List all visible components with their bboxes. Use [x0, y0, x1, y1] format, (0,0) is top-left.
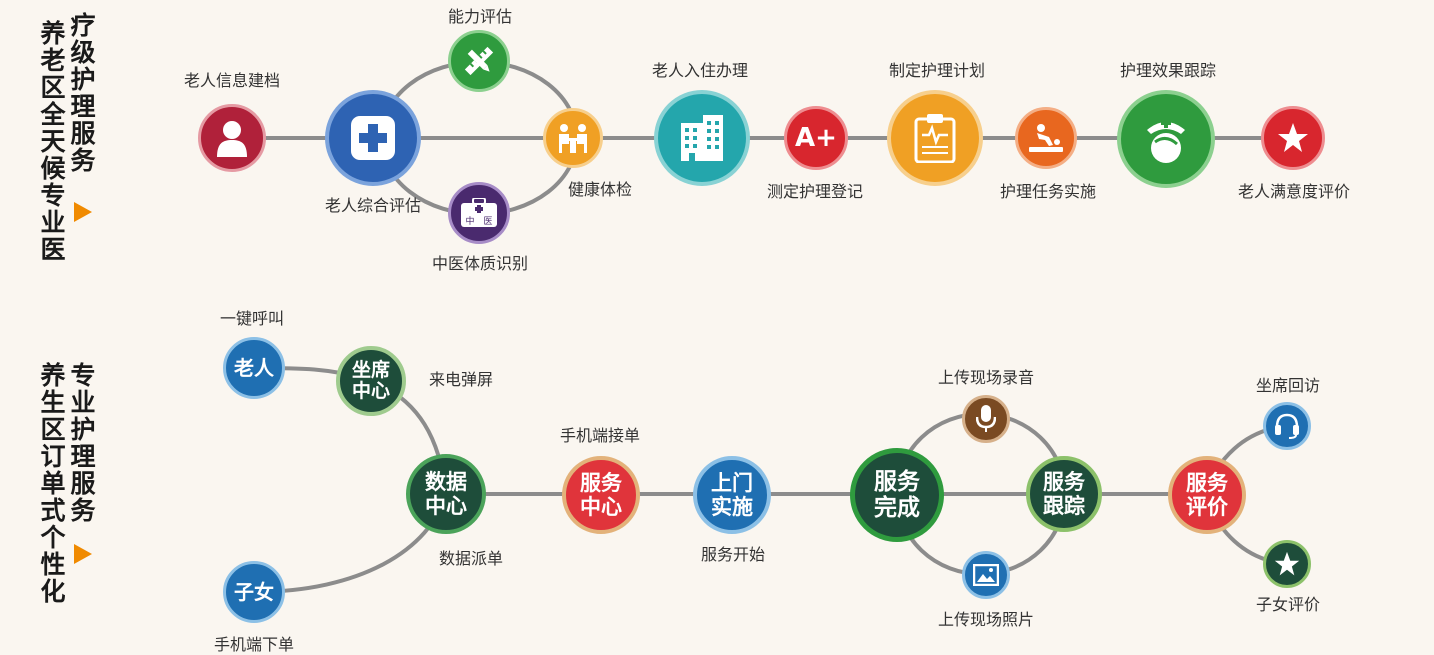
section2-title-left-col: 养生区订单式个性化 [40, 361, 66, 606]
admission-label: 老人入住办理 [651, 61, 749, 80]
tcm-char-b: 医 [483, 216, 492, 227]
section2-arrow-icon [74, 544, 92, 564]
children-eval-node [1263, 540, 1311, 588]
grade-icon: A+ [795, 123, 837, 153]
care-grading-node: A+ [784, 106, 848, 170]
clipboard-icon [914, 114, 956, 163]
health-check-node [543, 108, 603, 168]
tcm-char-a: 中 [465, 215, 474, 227]
tcm-identification-label: 中医体质识别 [431, 254, 529, 273]
care-task-node [1015, 107, 1077, 169]
admission-node [654, 90, 750, 186]
seat-revisit-node [1263, 402, 1311, 450]
service-center-node: 服务 中心 [562, 456, 640, 534]
service-track-node: 服务 跟踪 [1026, 456, 1102, 532]
seat-center-node-text: 坐席 中心 [351, 358, 390, 402]
care-plan-node [887, 90, 983, 186]
section2-title-right-col: 专业护理服务 [70, 361, 96, 525]
seat-revisit-label: 坐席回访 [1255, 376, 1321, 395]
building-icon [681, 115, 723, 161]
star-icon [1274, 551, 1300, 576]
section1-title-right-col: 疗级护理服务 [70, 11, 96, 175]
nurse-icon [1147, 118, 1185, 163]
elder-info-node [198, 104, 266, 172]
service-eval-node: 服务 评价 [1168, 456, 1246, 534]
care-tracking-label: 护理效果跟踪 [1119, 61, 1217, 80]
medical-cross-icon [351, 116, 395, 160]
seat-center-node: 坐席 中心 [336, 346, 406, 416]
photo-upload-node [962, 551, 1010, 599]
nursing-care-icon [1029, 124, 1063, 152]
ability-assessment-label: 能力评估 [447, 7, 513, 26]
headset-icon [1275, 413, 1299, 439]
microphone-icon [976, 405, 996, 432]
comprehensive-assessment-node [325, 90, 421, 186]
mobile-accept-label: 手机端接单 [559, 426, 641, 445]
care-grading-label: 测定护理登记 [766, 182, 864, 201]
service-done-node-text: 服务 完成 [874, 468, 920, 521]
service-center-node-text: 服务 中心 [580, 470, 622, 519]
comprehensive-assessment-label: 老人综合评估 [324, 196, 422, 215]
onsite-node: 上门 实施 [693, 456, 771, 534]
data-center-node: 数据 中心 [406, 454, 486, 534]
service-done-node: 服务 完成 [850, 448, 944, 542]
children-node-text: 子女 [234, 579, 274, 604]
care-tracking-node [1117, 90, 1215, 188]
ruler-pencil-icon [464, 46, 494, 76]
elder-info-label: 老人信息建档 [183, 71, 281, 90]
elder-node-text: 老人 [234, 355, 274, 380]
upload-audio-label: 上传现场录音 [937, 368, 1035, 387]
satisfaction-node [1261, 106, 1325, 170]
children-node: 子女 [223, 561, 285, 623]
star-icon [1278, 123, 1308, 152]
service-eval-node-text: 服务 评价 [1186, 470, 1228, 519]
children-eval-label: 子女评价 [1255, 595, 1321, 614]
elder-node: 老人 [223, 337, 285, 399]
ability-assessment-node [448, 30, 510, 92]
data-center-node-text: 数据 中心 [425, 469, 467, 518]
health-check-label: 健康体检 [567, 180, 633, 199]
satisfaction-label: 老人满意度评价 [1237, 182, 1351, 201]
care-plan-label: 制定护理计划 [888, 61, 986, 80]
photo-icon [973, 564, 999, 586]
one-key-call-label: 一键呼叫 [219, 309, 285, 328]
mobile-order-label: 手机端下单 [213, 635, 295, 654]
section1-arrow-icon [74, 202, 92, 222]
person-icon [217, 121, 247, 157]
tcm-identification-node: 中 医 [448, 182, 510, 244]
audio-upload-node [962, 395, 1010, 443]
section1-title-left-col: 养老区全天候专业医 [40, 19, 66, 264]
service-start-label: 服务开始 [700, 545, 766, 564]
doctor-patient-icon [559, 124, 587, 153]
upload-photo-label: 上传现场照片 [937, 610, 1035, 629]
service-track-node-text: 服务 跟踪 [1043, 469, 1085, 518]
care-task-label: 护理任务实施 [999, 182, 1097, 201]
data-dispatch-label: 数据派单 [438, 549, 504, 568]
onsite-node-text: 上门 实施 [711, 470, 753, 519]
medical-kit-icon: 中 医 [461, 198, 497, 227]
incoming-popup-label: 来电弹屏 [428, 370, 494, 389]
